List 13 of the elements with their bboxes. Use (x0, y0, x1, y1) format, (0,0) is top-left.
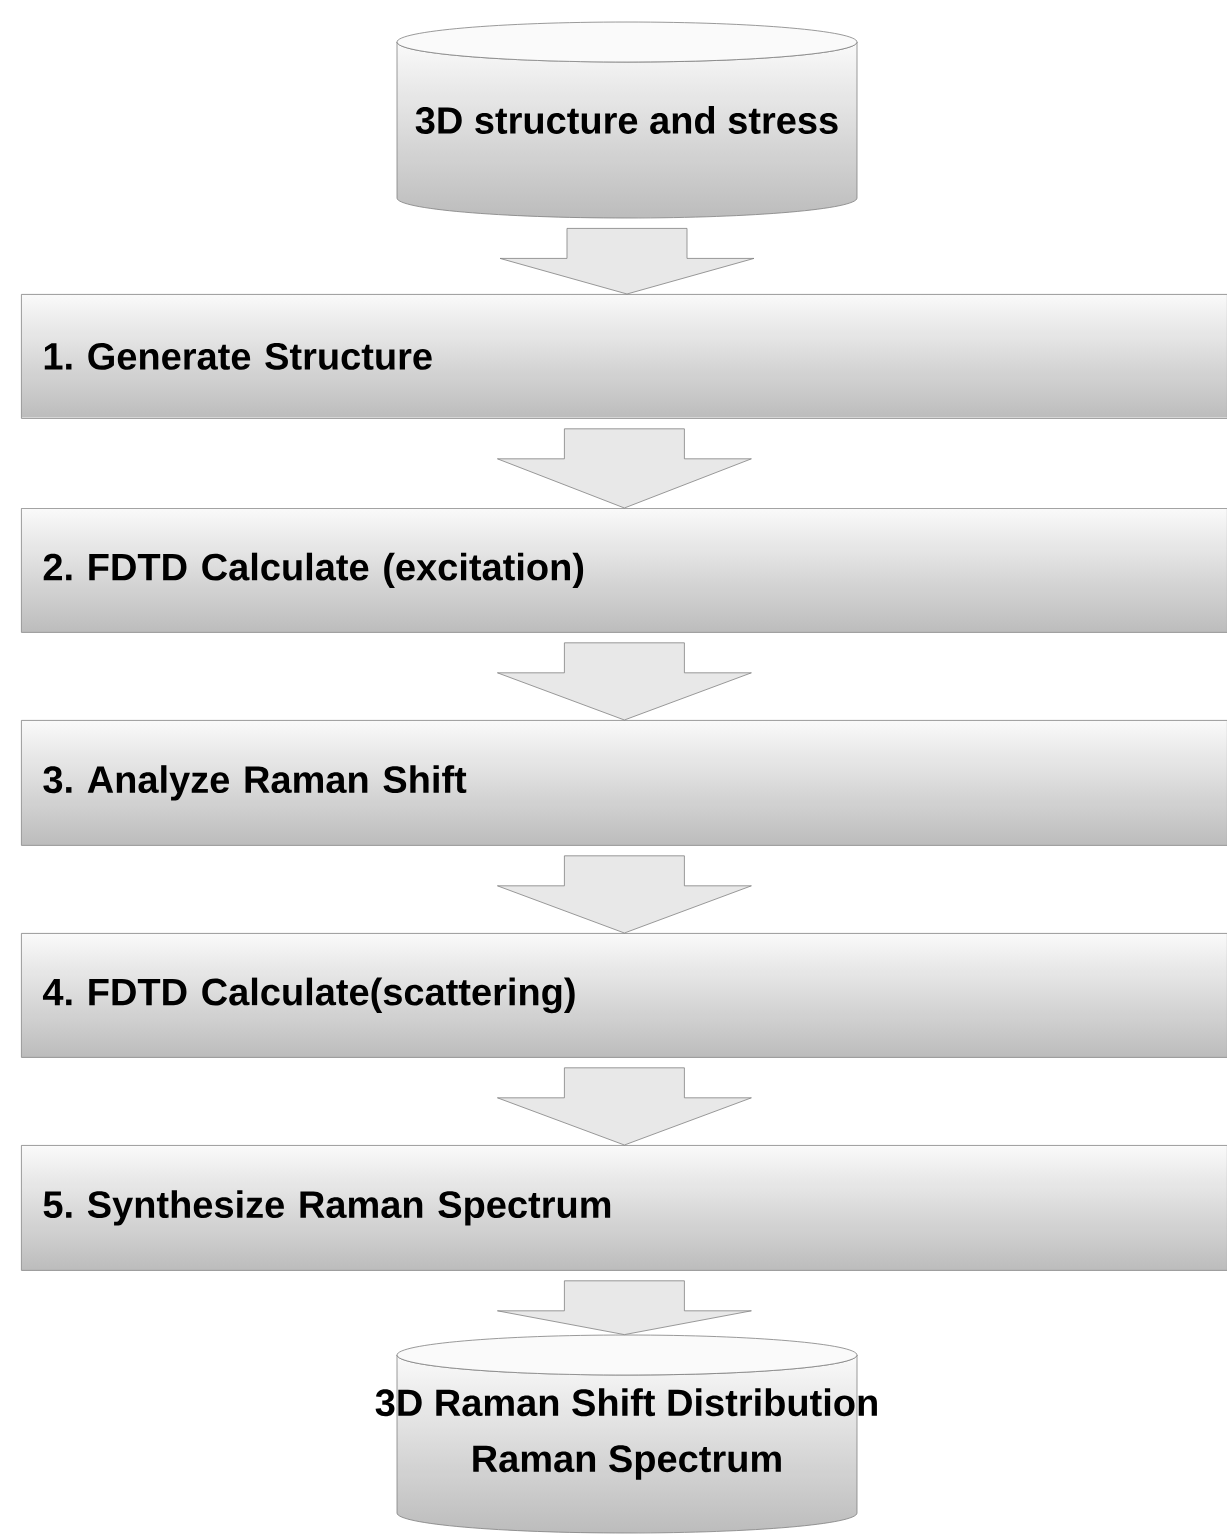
flow-arrow (497, 1067, 752, 1146)
process-box: 2. FDTD Calculate (excitation) (21, 508, 1227, 633)
process-box: 4. FDTD Calculate(scattering) (21, 933, 1227, 1058)
process-box: 3. Analyze Raman Shift (21, 720, 1227, 846)
flow-arrow (497, 428, 752, 509)
process-box: 5. Synthesize Raman Spectrum (21, 1145, 1227, 1271)
process-box: 1. Generate Structure (21, 294, 1227, 419)
flow-arrow (497, 1280, 752, 1335)
database-cylinder: 3D Raman Shift Distribution Raman Spectrum (375, 1334, 877, 1534)
database-cylinder: 3D structure and stress (396, 21, 858, 219)
flow-arrow (497, 855, 752, 934)
flow-arrow (499, 228, 755, 295)
flow-arrow (497, 642, 752, 721)
